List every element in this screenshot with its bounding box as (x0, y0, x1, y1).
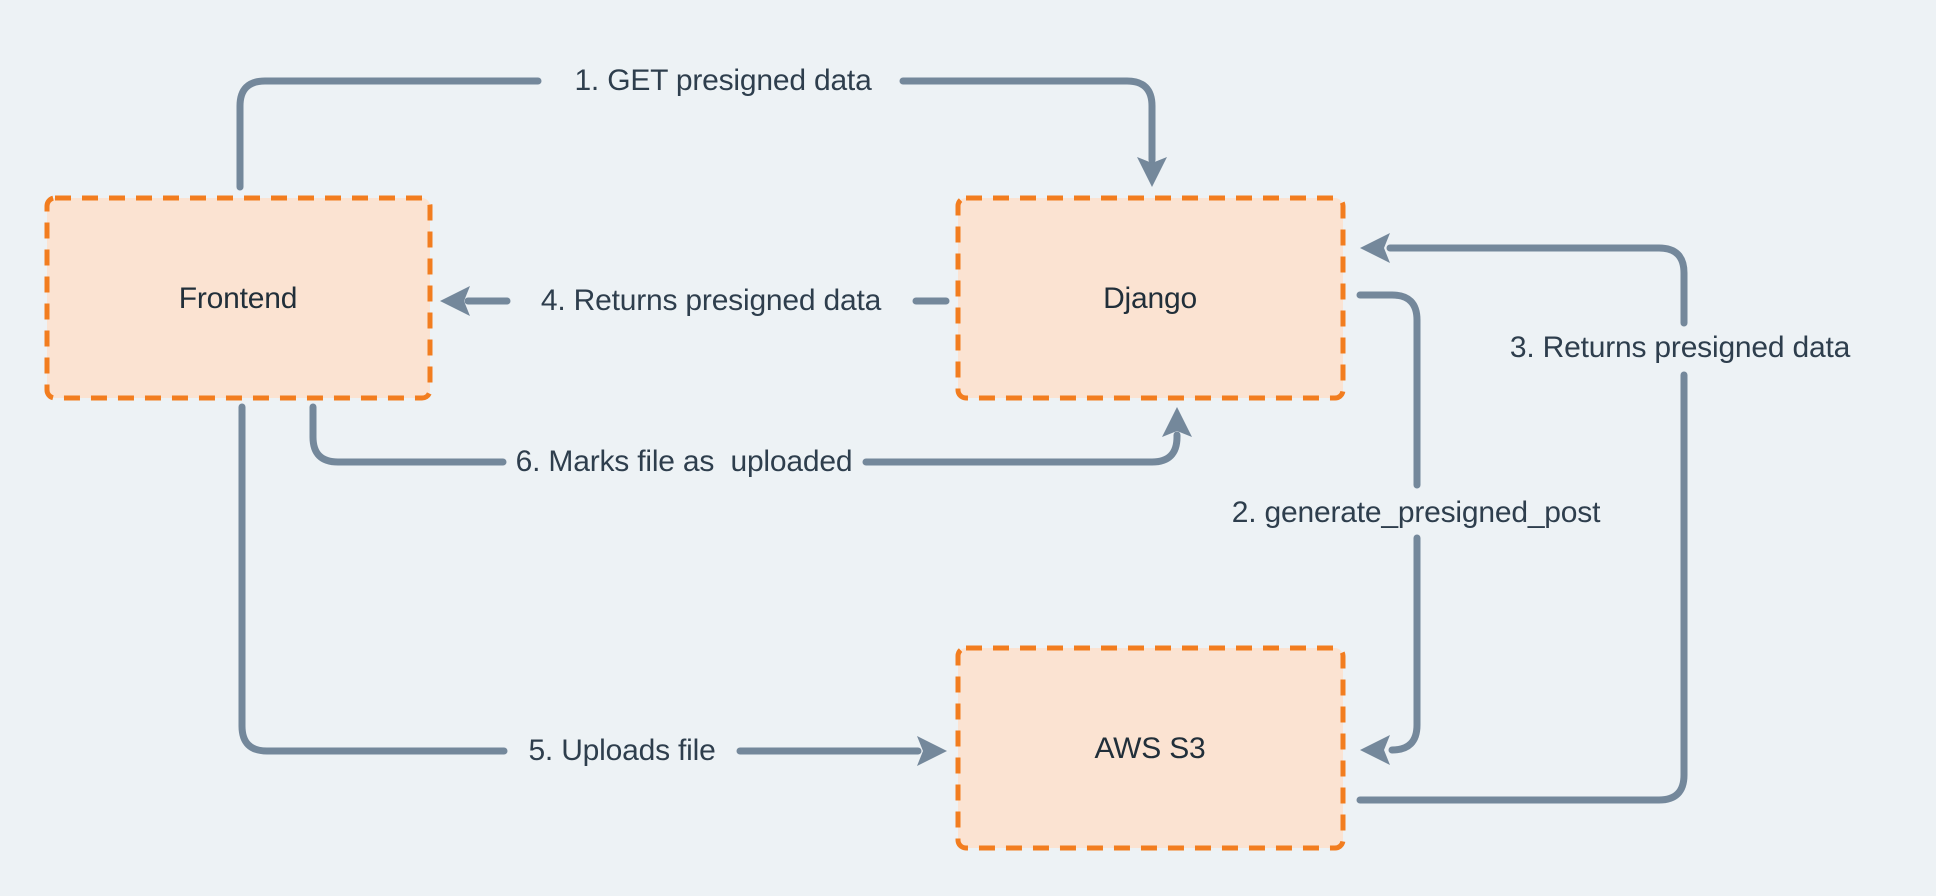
edge-3-line-start (1356, 371, 1688, 804)
edge-1-arrowhead-down (1137, 157, 1167, 187)
edge-2-line-start (1356, 291, 1421, 489)
edge-label-3-returns-presigned-data: 3. Returns presigned data (1509, 331, 1851, 364)
edge-label-1-get-presigned-data: 1. GET presigned data (574, 64, 872, 97)
node-label-frontend: Frontend (178, 282, 298, 315)
edge-label-2-generate-presigned-post: 2. generate_presigned_post (1231, 496, 1601, 529)
edge-1-line-end (899, 77, 1156, 164)
edge-6-arrowhead-up (1162, 407, 1192, 437)
node-label-aws-s3: AWS S3 (1094, 732, 1206, 765)
node-django-box (955, 195, 1346, 401)
edge-2-arrowhead-left (1360, 735, 1390, 765)
edge-2-line-end (1388, 534, 1421, 754)
node-frontend-box (44, 195, 433, 401)
edge-3-arrowhead-left (1360, 233, 1390, 263)
edge-6-line-start (309, 403, 507, 466)
edge-5-line-start (238, 403, 508, 755)
edge-5-arrowhead-right (917, 736, 947, 766)
edge-3-line-end (1386, 244, 1688, 327)
node-aws-s3-box (955, 645, 1346, 851)
edge-label-4-returns-presigned-data: 4. Returns presigned data (540, 284, 882, 317)
node-label-django: Django (1103, 282, 1197, 315)
edge-1-line-start (236, 77, 542, 191)
edge-label-6-marks-file-as-uploaded: 6. Marks file as uploaded (515, 445, 853, 478)
edge-6-line-end (862, 431, 1181, 466)
edge-4-arrowhead-left (440, 286, 470, 316)
edge-label-5-uploads-file: 5. Uploads file (528, 734, 716, 767)
